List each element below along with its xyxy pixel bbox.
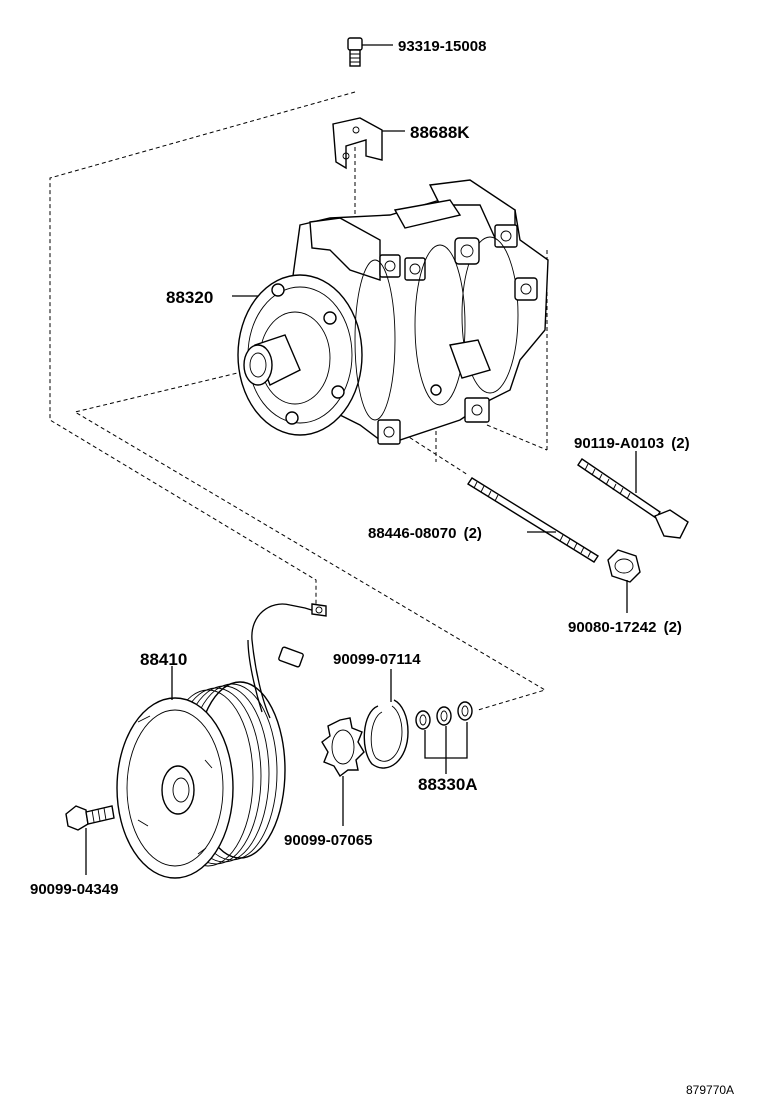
bolt-top-part[interactable] (347, 37, 363, 67)
diagram-id: 879770A (686, 1083, 734, 1097)
label-bolt-long-qty: (2) (671, 435, 689, 452)
nut-part[interactable] (607, 549, 641, 583)
leader-shims (424, 722, 468, 774)
label-nut-qty: (2) (664, 619, 682, 636)
label-bracket[interactable]: 88688K (410, 123, 470, 142)
label-compressor[interactable]: 88320 (166, 288, 213, 307)
label-clutch-bolt[interactable]: 90099-04349 (30, 881, 118, 898)
clutch-bolt-part[interactable] (65, 805, 115, 831)
label-stud-number: 88446-08070 (368, 525, 456, 542)
shims-part[interactable] (415, 701, 473, 730)
snap-ring-part[interactable] (363, 699, 409, 769)
label-stud[interactable]: 88446-08070 (2) (368, 525, 482, 542)
bracket-part[interactable] (332, 117, 383, 170)
label-lock-washer[interactable]: 90099-07065 (284, 832, 372, 849)
compressor-part[interactable] (237, 179, 549, 445)
label-stud-qty: (2) (464, 525, 482, 542)
label-nut[interactable]: 90080-17242 (2) (568, 619, 682, 636)
label-bolt-top[interactable]: 93319-15008 (398, 38, 486, 55)
bolt-long-part[interactable] (577, 458, 689, 539)
clutch-part[interactable] (116, 603, 327, 879)
label-nut-number: 90080-17242 (568, 619, 656, 636)
label-clutch[interactable]: 88410 (140, 650, 187, 669)
stud-part[interactable] (467, 477, 599, 563)
label-shims[interactable]: 88330A (418, 775, 478, 794)
label-bolt-long-number: 90119-A0103 (574, 435, 664, 452)
label-snap-ring[interactable]: 90099-07114 (333, 651, 421, 668)
label-bolt-long[interactable]: 90119-A0103 (2) (574, 435, 690, 452)
lock-washer-part[interactable] (321, 717, 365, 778)
